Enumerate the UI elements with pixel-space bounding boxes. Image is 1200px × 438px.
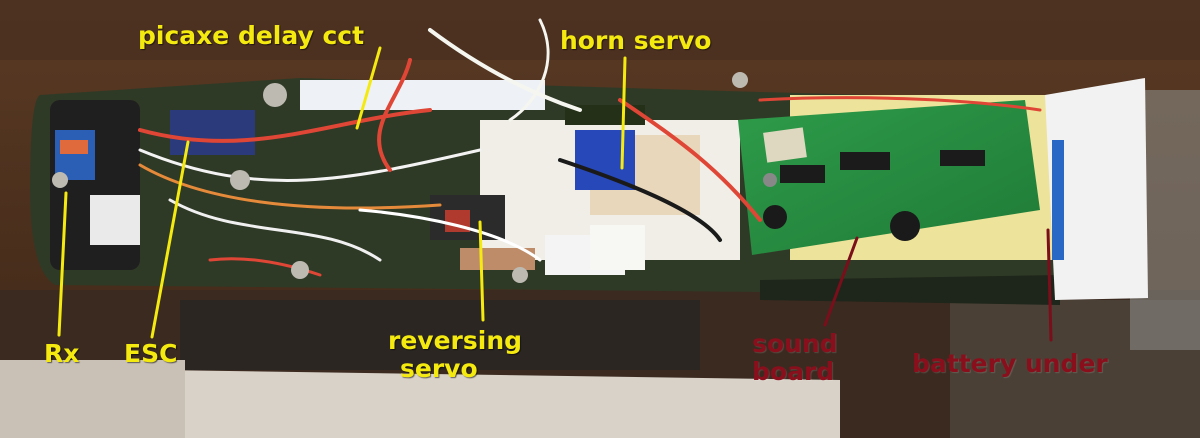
pointer-reversing-servo (478, 220, 485, 322)
label-reversing-line-2: servo (400, 354, 478, 383)
rx-module (55, 130, 95, 180)
pointer-sound-board (823, 236, 859, 327)
pointer-picaxe (355, 46, 382, 130)
label-horn-servo: horn servo (560, 26, 712, 55)
pointer-rx (57, 191, 68, 337)
battery-pack (1045, 78, 1148, 300)
pointer-esc (150, 140, 190, 339)
pointer-battery (1046, 228, 1053, 342)
label-reversing-servo: reversing servo (388, 327, 548, 383)
label-reversing-line-1: reversing (388, 326, 523, 355)
sound-board (738, 100, 1040, 255)
terminal-block (590, 225, 645, 270)
label-sound-line-2: board (752, 357, 835, 386)
wiring (138, 18, 1042, 277)
horn-servo (575, 130, 635, 190)
label-picaxe-delay-cct: picaxe delay cct (138, 21, 365, 50)
label-sound-line-1: sound (752, 329, 838, 358)
esc-module (170, 110, 255, 155)
white-painted-post (0, 360, 185, 438)
screws (52, 72, 748, 283)
white-board (160, 370, 840, 438)
label-rx: Rx (44, 339, 80, 368)
pointer-horn-servo (620, 56, 627, 170)
label-esc: ESC (124, 339, 178, 368)
label-sound-board: sound board (752, 330, 862, 386)
label-battery-under: battery under (912, 349, 1108, 378)
